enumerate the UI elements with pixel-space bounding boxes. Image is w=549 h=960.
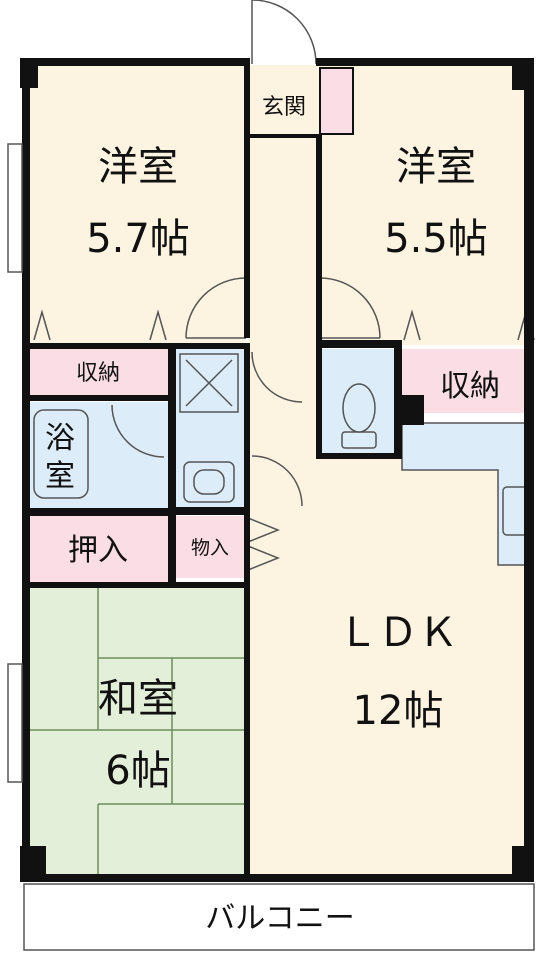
door-swings bbox=[185, 0, 381, 571]
toilet-bowl bbox=[342, 383, 376, 433]
shoe-cabinet bbox=[319, 67, 354, 135]
ldk-size: 12帖 bbox=[353, 688, 444, 734]
bathtub bbox=[33, 409, 89, 499]
storage-left-floor bbox=[28, 349, 168, 395]
entrance-label: 玄関 bbox=[262, 95, 306, 120]
closet-floor bbox=[28, 516, 168, 582]
bathroom-label-line2: 室 bbox=[45, 459, 75, 494]
bathroom-label-line1: 浴 bbox=[45, 421, 75, 456]
closet-label: 押入 bbox=[68, 533, 128, 568]
window-left-upper bbox=[7, 143, 23, 273]
tatami-lines bbox=[28, 588, 246, 874]
storeroom-floor bbox=[176, 516, 244, 578]
balcony-label: バルコニー bbox=[205, 901, 354, 936]
storeroom-label: 物入 bbox=[191, 537, 229, 559]
entrance-floor bbox=[250, 68, 318, 134]
storage-left-label: 収納 bbox=[76, 361, 120, 386]
japanese-room-floor bbox=[28, 588, 246, 874]
window-left-lower bbox=[7, 663, 23, 783]
western-room-left-size: 5.7帖 bbox=[86, 216, 190, 262]
japanese-room-name: 和室 bbox=[98, 676, 178, 722]
washer-pan-cross-2 bbox=[185, 359, 233, 407]
japanese-room-size: 6帖 bbox=[105, 748, 170, 794]
balcony bbox=[23, 883, 535, 951]
western-room-left-name: 洋室 bbox=[98, 144, 178, 190]
wash-basin-bowl bbox=[193, 469, 225, 495]
western-room-right-floor bbox=[320, 65, 532, 345]
ldk-floor bbox=[248, 455, 532, 874]
western-room-right-name: 洋室 bbox=[396, 144, 476, 190]
western-room-left-floor bbox=[28, 65, 246, 345]
wash-basin bbox=[183, 461, 235, 503]
western-room-right-size: 5.5帖 bbox=[384, 216, 488, 262]
toilet-tank bbox=[341, 431, 377, 449]
ldk-name: ＬＤＫ bbox=[338, 610, 458, 656]
bath-door-arc bbox=[111, 404, 165, 458]
walls bbox=[20, 58, 534, 882]
storage-right-label: 収納 bbox=[440, 369, 500, 404]
